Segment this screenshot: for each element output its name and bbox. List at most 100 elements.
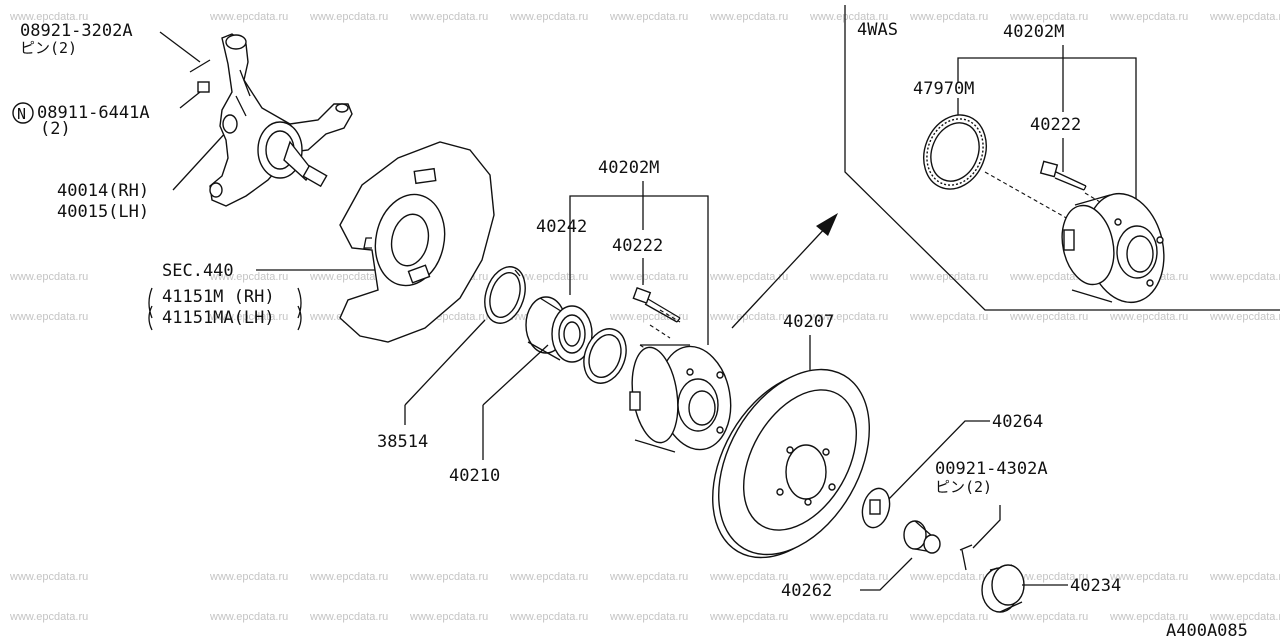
grease-cap-part[interactable] bbox=[981, 564, 1025, 613]
watermark-text: www.epcdata.ru bbox=[1109, 11, 1188, 23]
nut-qty: (2) bbox=[40, 119, 71, 139]
nut-number[interactable]: 08911-6441A bbox=[37, 103, 150, 123]
watermark-text: www.epcdata.ru bbox=[1109, 311, 1188, 323]
wheel-hub-part[interactable] bbox=[627, 341, 739, 456]
inset-title: 4WAS bbox=[857, 20, 898, 40]
backing-plate-part[interactable] bbox=[339, 141, 495, 343]
washer-part[interactable] bbox=[858, 485, 893, 530]
watermark-text: www.epcdata.ru bbox=[409, 611, 488, 623]
pin-top-qty: ピン(2) bbox=[20, 39, 77, 57]
seal-label[interactable]: 40242 bbox=[536, 217, 587, 237]
watermark-text: www.epcdata.ru bbox=[909, 311, 988, 323]
watermark-text: www.epcdata.ru bbox=[1209, 611, 1280, 623]
nut-label[interactable]: 40262 bbox=[781, 581, 832, 601]
inset-arrow bbox=[731, 213, 838, 329]
plate-lh-label[interactable]: 41151MA(LH) bbox=[162, 308, 275, 328]
watermark-text: www.epcdata.ru bbox=[709, 311, 788, 323]
watermark-text: www.epcdata.ru bbox=[209, 571, 288, 583]
watermark-text: www.epcdata.ru bbox=[609, 11, 688, 23]
watermark-text: www.epcdata.ru bbox=[509, 611, 588, 623]
watermark-text: www.epcdata.ru bbox=[9, 271, 88, 283]
bearing-label[interactable]: 40210 bbox=[449, 466, 500, 486]
watermark-text: www.epcdata.ru bbox=[809, 311, 888, 323]
watermark-text: www.epcdata.ru bbox=[1109, 571, 1188, 583]
pin-top-number[interactable]: 08921-3202A bbox=[20, 21, 133, 41]
hub-assembly-leader bbox=[569, 181, 709, 345]
watermark-text: www.epcdata.ru bbox=[1209, 11, 1280, 23]
knuckle-lh-label[interactable]: 40015(LH) bbox=[57, 202, 149, 222]
inset-4was: 4WAS 40202M 47970M 40222 bbox=[844, 5, 1280, 311]
watermark-text: www.epcdata.ru bbox=[309, 271, 388, 283]
nut-symbol: N bbox=[17, 105, 26, 123]
watermark-text: www.epcdata.ru bbox=[909, 571, 988, 583]
watermark-text: www.epcdata.ru bbox=[9, 611, 88, 623]
sec-label[interactable]: SEC.440 bbox=[162, 261, 234, 281]
plate-rh-label[interactable]: 41151M (RH) bbox=[162, 287, 275, 307]
watermark-text: www.epcdata.ru bbox=[1209, 311, 1280, 323]
watermark-text: www.epcdata.ru bbox=[709, 271, 788, 283]
plate-paren-right bbox=[297, 287, 302, 331]
washer-label[interactable]: 40264 bbox=[992, 412, 1043, 432]
hub-bolt-part[interactable] bbox=[632, 287, 681, 323]
watermark-text: www.epcdata.ru bbox=[909, 271, 988, 283]
hub-assembly-label[interactable]: 40202M bbox=[598, 158, 659, 178]
watermark-text: www.epcdata.ru bbox=[209, 311, 288, 323]
inset-hub-label[interactable]: 40202M bbox=[1003, 22, 1064, 42]
watermark-text: www.epcdata.ru bbox=[209, 611, 288, 623]
wheel-bearing-part[interactable] bbox=[525, 296, 593, 363]
hub-nut-part[interactable] bbox=[903, 520, 941, 554]
watermark-text: www.epcdata.ru bbox=[1009, 611, 1088, 623]
watermark-text: www.epcdata.ru bbox=[409, 11, 488, 23]
snap-ring-label[interactable]: 38514 bbox=[377, 432, 428, 452]
pin-bottom-qty: ピン(2) bbox=[935, 478, 992, 496]
knuckle-leader bbox=[172, 129, 229, 191]
cap-label[interactable]: 40234 bbox=[1070, 576, 1121, 596]
snap-ring-leader-a bbox=[404, 319, 486, 406]
watermark-text: www.epcdata.ru bbox=[609, 311, 688, 323]
washer-leader bbox=[887, 420, 990, 501]
nut-leader bbox=[179, 91, 201, 109]
watermark-text: www.epcdata.ru bbox=[509, 11, 588, 23]
bearing-leader-a bbox=[482, 344, 549, 406]
watermark-text: www.epcdata.ru bbox=[9, 11, 88, 23]
watermark-text: www.epcdata.ru bbox=[909, 611, 988, 623]
watermark-text: www.epcdata.ru bbox=[509, 571, 588, 583]
snap-ring-part[interactable] bbox=[478, 262, 532, 329]
knuckle-rh-label[interactable]: 40014(RH) bbox=[57, 181, 149, 201]
inset-rotor-label[interactable]: 47970M bbox=[913, 79, 974, 99]
cotter-pin-bottom-part[interactable] bbox=[959, 544, 973, 571]
cotter-pin-top-part[interactable] bbox=[189, 59, 211, 73]
watermark-text: www.epcdata.ru bbox=[509, 271, 588, 283]
grease-seal-part[interactable] bbox=[577, 323, 634, 389]
castle-nut-part[interactable] bbox=[197, 81, 210, 93]
pin-bottom-number[interactable]: 00921-4302A bbox=[935, 459, 1048, 479]
nut-symbol-circle bbox=[12, 102, 34, 124]
hub-guide-lines bbox=[639, 309, 681, 359]
watermark-text: www.epcdata.ru bbox=[209, 11, 288, 23]
watermark-text: www.epcdata.ru bbox=[809, 271, 888, 283]
inset-hub-part[interactable] bbox=[1055, 186, 1173, 309]
inset-bolt-label[interactable]: 40222 bbox=[1030, 115, 1081, 135]
brake-rotor-part[interactable] bbox=[682, 343, 901, 584]
watermark-text: www.epcdata.ru bbox=[809, 611, 888, 623]
sensor-rotor-part[interactable] bbox=[913, 106, 997, 199]
watermark-text: www.epcdata.ru bbox=[709, 611, 788, 623]
watermark-text: www.epcdata.ru bbox=[9, 311, 88, 323]
watermark-text: www.epcdata.ru bbox=[809, 11, 888, 23]
diagram-code: A400A085 bbox=[1166, 621, 1248, 640]
hub-bolt-label[interactable]: 40222 bbox=[612, 236, 663, 256]
watermark-text: www.epcdata.ru bbox=[609, 571, 688, 583]
steering-knuckle-part[interactable] bbox=[209, 33, 353, 207]
inset-bolt-part[interactable] bbox=[1039, 160, 1087, 191]
watermark-text: www.epcdata.ru bbox=[1009, 571, 1088, 583]
inset-guide-lines bbox=[984, 171, 1106, 221]
watermark-text: www.epcdata.ru bbox=[1009, 11, 1088, 23]
watermark-text: www.epcdata.ru bbox=[409, 571, 488, 583]
watermark-text: www.epcdata.ru bbox=[1109, 611, 1188, 623]
plate-paren-left bbox=[148, 287, 153, 331]
watermark-text: www.epcdata.ru bbox=[609, 611, 688, 623]
rotor-label[interactable]: 40207 bbox=[783, 312, 834, 332]
watermark-text: www.epcdata.ru bbox=[909, 11, 988, 23]
